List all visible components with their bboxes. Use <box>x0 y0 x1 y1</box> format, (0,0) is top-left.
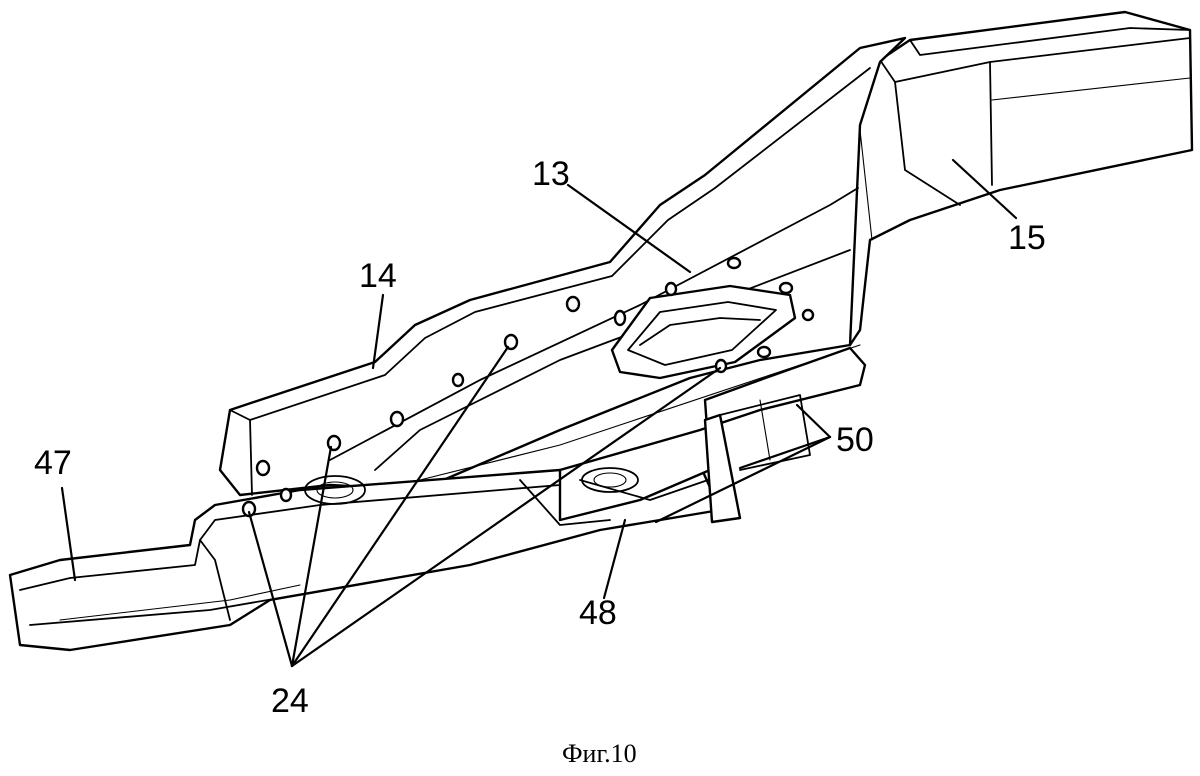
leader-14 <box>371 293 385 370</box>
mount-pad-front-inner <box>316 481 354 499</box>
hole <box>389 410 405 428</box>
hole <box>503 333 519 351</box>
hole <box>613 309 627 327</box>
ref-48: 48 <box>579 594 617 632</box>
hole <box>778 281 794 295</box>
ref-47: 47 <box>34 444 72 482</box>
hole <box>801 308 815 322</box>
leader-lines <box>60 158 1018 668</box>
ref-24: 24 <box>271 682 309 720</box>
leader-48 <box>602 518 627 600</box>
leader-24a <box>247 510 294 668</box>
rear-rail-15 <box>848 10 1194 347</box>
hole <box>255 459 271 477</box>
leader-13 <box>566 183 692 274</box>
hole <box>756 345 772 359</box>
hole <box>664 281 678 297</box>
side-rail-14 <box>218 36 907 501</box>
leader-50c <box>795 403 832 439</box>
support-50 <box>703 394 811 524</box>
hole <box>726 256 742 270</box>
leader-50b <box>654 435 832 524</box>
leader-24d <box>290 366 722 668</box>
leader-50a <box>738 435 832 470</box>
leader-24b <box>290 445 333 668</box>
mount-pad-rear <box>581 467 639 493</box>
mount-boss-13 <box>610 284 797 380</box>
ref-13: 13 <box>532 155 570 193</box>
holes <box>241 256 815 518</box>
leader-24c <box>290 345 510 668</box>
hole <box>451 372 465 388</box>
figure-caption: Фиг.10 <box>562 739 637 768</box>
hole <box>279 487 293 503</box>
mount-pad-rear-inner <box>593 472 627 488</box>
leader-15 <box>951 158 1018 220</box>
ref-15: 15 <box>1008 219 1046 257</box>
ref-14: 14 <box>359 257 397 295</box>
ref-50: 50 <box>836 421 874 459</box>
leader-47 <box>60 486 77 582</box>
mount-pad-front <box>304 475 366 505</box>
hole <box>565 295 581 313</box>
